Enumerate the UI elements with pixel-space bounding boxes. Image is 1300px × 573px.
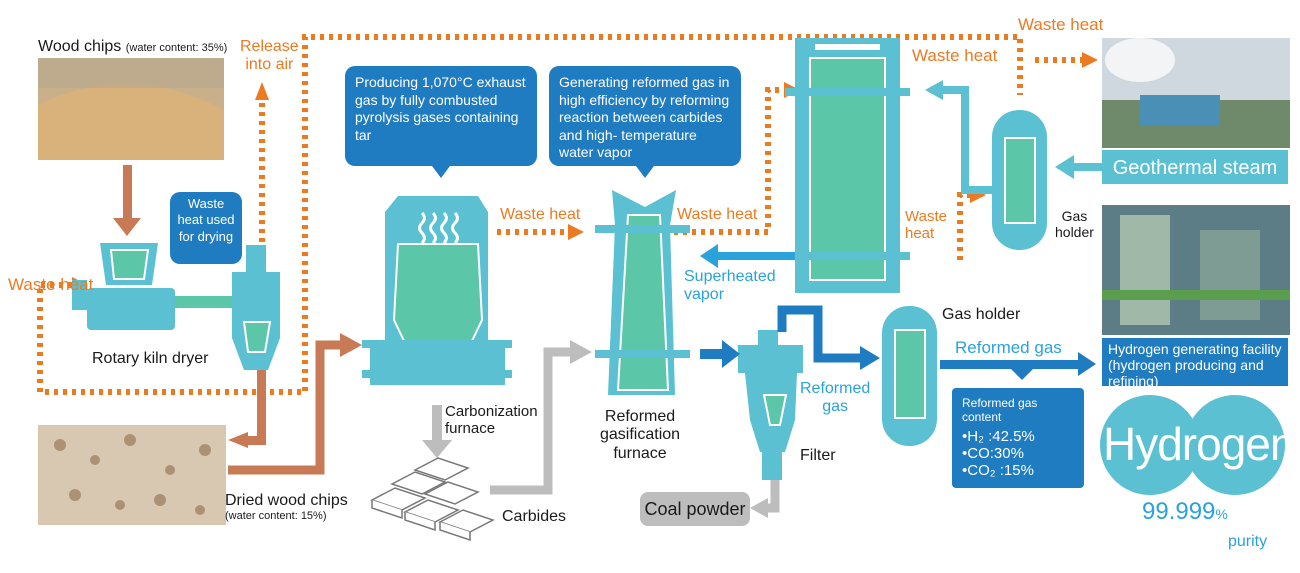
exhaust-gas-callout: Producing 1,070°C exhaust gas by fully c… bbox=[345, 66, 537, 166]
hydrogen-facility-photo bbox=[1102, 205, 1290, 335]
superheated-vapor-label: Superheated vapor bbox=[684, 268, 776, 304]
filter-label: Filter bbox=[800, 447, 836, 464]
carbide-bricks-icon bbox=[370, 457, 495, 542]
reformed-gasification-furnace bbox=[595, 190, 690, 395]
dried-wood-chips-label: Dried wood chips (water content: 15%) bbox=[225, 492, 348, 523]
reformed-gas-mid-label: Reformed gas bbox=[800, 380, 871, 416]
superheater-column bbox=[785, 38, 910, 293]
gas-holder-bottom bbox=[882, 306, 937, 446]
carbonization-furnace bbox=[362, 196, 512, 385]
waste-heat-carbonization-label: Waste heat bbox=[500, 206, 581, 223]
geothermal-plant-photo bbox=[1102, 38, 1290, 148]
waste-heat-left-label: Waste heat bbox=[8, 275, 94, 294]
gas-content-title: Reformed gas content bbox=[962, 396, 1038, 424]
waste-heat-reformed-label: Waste heat bbox=[677, 206, 758, 223]
gas-content-co: •CO:30% bbox=[962, 445, 1024, 462]
gas-holder-top bbox=[992, 110, 1047, 250]
hydrogen-label: Hydrogen bbox=[1103, 418, 1295, 470]
coal-powder-label: Coal powder bbox=[640, 492, 750, 526]
purity-value: 99.999% bbox=[1142, 498, 1228, 525]
gas-content-h2: •H₂ :42.5% bbox=[962, 428, 1035, 445]
dried-wood-chips-photo bbox=[38, 425, 226, 525]
hydrogen-circles bbox=[1100, 395, 1285, 495]
geothermal-steam-label: Geothermal steam bbox=[1102, 150, 1288, 184]
reforming-callout: Generating reformed gas in high efficien… bbox=[549, 66, 741, 166]
superheated-vapor-arrow bbox=[700, 244, 795, 268]
reformed-gas-right-label: Reformed gas bbox=[955, 338, 1062, 357]
release-into-air-label: Release into air bbox=[240, 38, 299, 74]
purity-label: purity bbox=[1228, 533, 1268, 550]
reformed-gasification-furnace-label: Reformed gasification furnace bbox=[600, 408, 681, 462]
wood-flow-arrows bbox=[113, 165, 362, 475]
gas-content-box: Reformed gas content •H₂ :42.5% •CO:30% … bbox=[952, 388, 1084, 488]
geothermal-steam-path bbox=[925, 80, 1102, 194]
waste-heat-drying-callout: Waste heat used for drying bbox=[170, 192, 242, 264]
reformed-gas-arrows bbox=[700, 305, 1096, 380]
heat-waves-icon bbox=[418, 211, 459, 245]
carbide-flow-arrows bbox=[422, 340, 780, 518]
gas-holder-top-label: Gas holder bbox=[1055, 208, 1094, 241]
hydrogen-facility-label: Hydrogen generating facility (hydrogen p… bbox=[1102, 338, 1288, 389]
filter-cyclone bbox=[738, 330, 803, 480]
wood-chips-label: Wood chips (water content: 35%) bbox=[38, 38, 228, 55]
carbides-label: Carbides bbox=[502, 508, 567, 525]
gas-holder-bottom-label: Gas holder bbox=[942, 306, 1021, 323]
rotary-kiln-dryer bbox=[72, 243, 280, 370]
exhaust-callout-tail bbox=[432, 166, 450, 178]
reforming-callout-tail bbox=[636, 166, 654, 178]
gas-content-co2: •CO₂ :15% bbox=[962, 462, 1034, 479]
waste-heat-column-label: Waste heat bbox=[912, 46, 998, 65]
waste-heat-gas-holder-label: Waste heat bbox=[905, 208, 947, 243]
rotary-kiln-dryer-label: Rotary kiln dryer bbox=[92, 350, 209, 367]
wood-chips-photo bbox=[38, 58, 224, 160]
waste-heat-top-label: Waste heat bbox=[1018, 15, 1104, 34]
carbonization-furnace-label: Carbonization furnace bbox=[445, 403, 538, 438]
